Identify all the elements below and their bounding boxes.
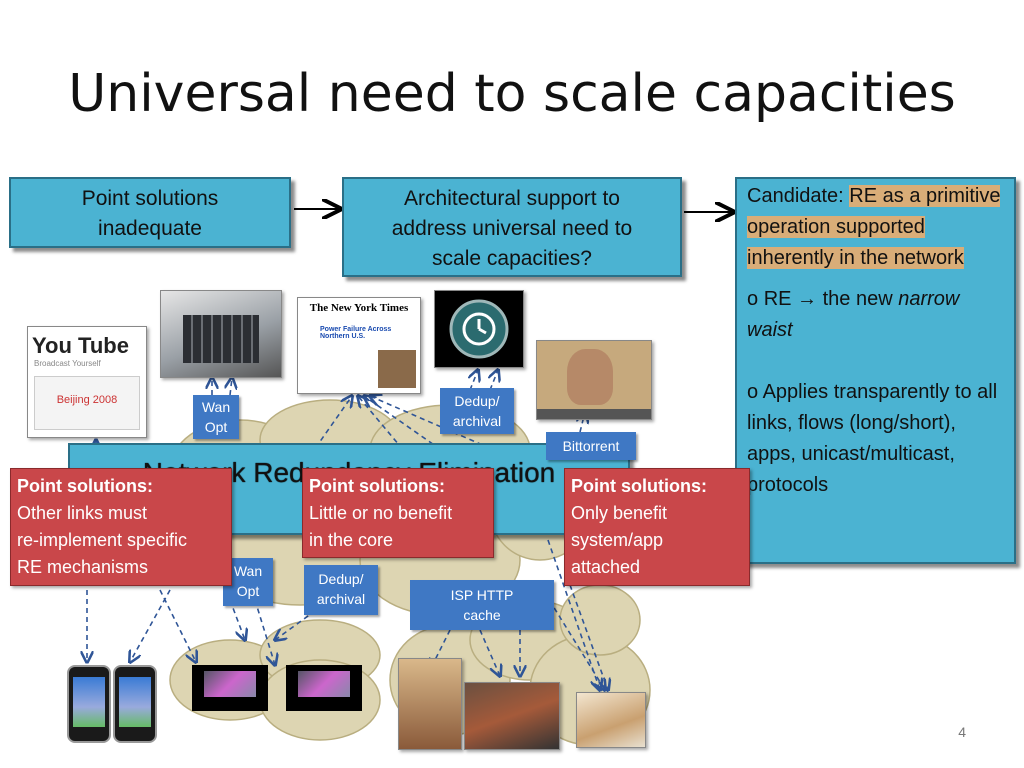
- video-person: [567, 349, 613, 405]
- architectural-support-box: Architectural support to address univers…: [342, 177, 682, 277]
- heading-text: Point solutions:: [571, 476, 707, 496]
- bullet1-re: RE: [763, 288, 798, 310]
- iphone-1-image: [67, 665, 111, 743]
- wan-opt-top-tag: Wan Opt: [193, 395, 239, 439]
- red-box-system: Point solutions: Only benefit system/app…: [564, 468, 750, 586]
- red-box-core-line2: in the core: [309, 530, 394, 550]
- server-racks: [183, 315, 259, 363]
- bittorrent-tag: Bittorrent: [546, 432, 636, 460]
- candidate-bullet-1: o RE → the new narrow waist: [747, 284, 1004, 346]
- bullet1-narrow-waist: narrow waist: [747, 288, 960, 341]
- beijing-logo: Beijing 2008: [34, 376, 140, 430]
- macbook-2-screen: [298, 671, 350, 697]
- dedup-top-l1: Dedup/: [454, 393, 500, 409]
- red-box-links-heading: Point solutions:: [17, 473, 225, 500]
- point-solutions-box: Point solutions inadequate: [9, 177, 291, 248]
- nyt-masthead: The New York Times: [309, 302, 409, 314]
- candidate-prefix: Candidate:: [747, 185, 850, 207]
- slide-title: Universal need to scale capacities: [68, 64, 956, 124]
- computer-users-photo: [464, 682, 560, 750]
- wan-opt-bottom-l2: Opt: [236, 583, 260, 599]
- video-player-image: [536, 340, 652, 420]
- page-number: 4: [958, 724, 966, 740]
- arch-line3: scale capacities?: [432, 247, 592, 270]
- bullet-glyph: o: [747, 288, 759, 310]
- youtube-beijing-image: You Tube Broadcast Yourself Beijing 2008: [27, 326, 147, 438]
- red-box-links-line3: RE mechanisms: [17, 557, 149, 577]
- red-box-system-heading: Point solutions:: [571, 473, 743, 500]
- dedup-top-tag: Dedup/ archival: [440, 388, 514, 434]
- candidate-statement: Candidate: RE as a primitive operation s…: [747, 181, 1004, 274]
- isp-cache-l2: cache: [463, 607, 501, 623]
- dedup-bottom-l2: archival: [316, 591, 366, 607]
- wan-opt-top-l1: Wan: [201, 399, 231, 415]
- timemachine-image: [434, 290, 524, 368]
- candidate-box: Candidate: RE as a primitive operation s…: [735, 177, 1016, 564]
- bullet1-mid: the new: [817, 288, 899, 310]
- bullet-glyph: o: [747, 381, 759, 403]
- nyt-headline: Power Failure Across Northern U.S.: [320, 326, 392, 340]
- red-box-core: Point solutions: Little or no benefit in…: [302, 468, 494, 558]
- red-box-system-line3: attached: [571, 557, 641, 577]
- time-machine-icon: [449, 299, 509, 359]
- red-box-links: Point solutions: Other links must re-imp…: [10, 468, 232, 586]
- arch-line1: Architectural support to: [404, 187, 620, 210]
- red-box-system-line1: Only benefit: [571, 503, 668, 523]
- red-box-system-line2: system/app: [571, 530, 664, 550]
- red-box-core-line1: Little or no benefit: [309, 503, 453, 523]
- iphone-1-screen: [73, 677, 105, 727]
- arch-line2: address universal need to: [391, 217, 633, 240]
- video-controls: [537, 409, 651, 419]
- right-arrow-icon: →: [797, 288, 818, 310]
- macbook-2-image: [286, 665, 362, 711]
- classroom-photo: [398, 658, 462, 750]
- red-box-core-heading: Point solutions:: [309, 473, 487, 500]
- dedup-bottom-l1: Dedup/: [318, 571, 364, 587]
- youtube-logo: You Tube: [32, 333, 129, 358]
- youtube-tagline: Broadcast Yourself: [34, 359, 101, 368]
- wan-opt-top-l2: Opt: [204, 419, 228, 435]
- iphone-2-image: [113, 665, 157, 743]
- point-solutions-line1: Point solutions: [81, 187, 219, 210]
- bullet2-text: Applies transparently to all links, flow…: [747, 381, 998, 496]
- dedup-bottom-tag: Dedup/ archival: [304, 565, 378, 615]
- nyt-image: The New York Times Power Failure Across …: [297, 297, 421, 394]
- red-box-links-line1: Other links must: [17, 503, 148, 523]
- iphone-2-screen: [119, 677, 151, 727]
- dedup-top-l2: archival: [452, 413, 502, 429]
- nyt-photo: [378, 350, 416, 388]
- point-solutions-line2: inadequate: [98, 217, 202, 240]
- wan-opt-bottom-l1: Wan: [233, 563, 263, 579]
- laptop-user-photo: [576, 692, 646, 748]
- heading-text: Point solutions:: [17, 476, 153, 496]
- macbook-1-screen: [204, 671, 256, 697]
- heading-text: Point solutions:: [309, 476, 445, 496]
- isp-http-cache-tag: ISP HTTP cache: [410, 580, 554, 630]
- candidate-bullet-2: o Applies transparently to all links, fl…: [747, 377, 1004, 501]
- macbook-1-image: [192, 665, 268, 711]
- isp-cache-l1: ISP HTTP: [450, 587, 514, 603]
- datacenter-image: [160, 290, 282, 378]
- red-box-links-line2: re-implement specific: [17, 530, 188, 550]
